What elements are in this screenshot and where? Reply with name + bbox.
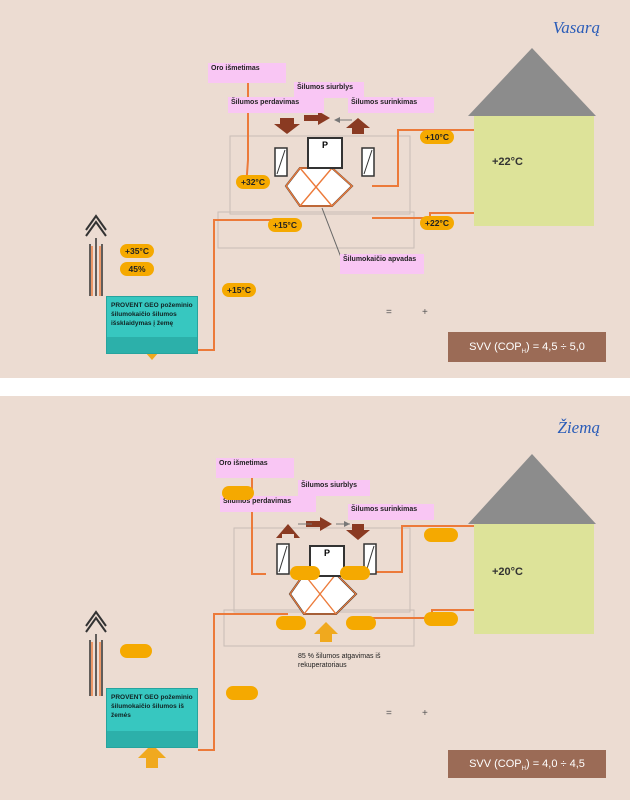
- pump-letter: P: [321, 140, 328, 150]
- outdoor-air-icon: [85, 610, 107, 696]
- legend-plus: +: [422, 708, 428, 719]
- bypass-housing: [223, 609, 415, 647]
- temp-left: +32°C: [236, 175, 270, 189]
- season-title: Žiemą: [557, 418, 601, 437]
- temp-badge-ground: [226, 686, 258, 700]
- collect-arrow: [346, 524, 370, 540]
- house-wall: [474, 116, 594, 226]
- temp-center: +15°C: [268, 218, 302, 232]
- legend-minus: =: [386, 708, 392, 719]
- temp-badge-outdoor: [120, 644, 152, 658]
- label-heat-pump: Šilumos siurblys: [294, 82, 364, 98]
- return-pipe: [372, 212, 478, 219]
- season-title: Vasarą: [552, 18, 600, 37]
- house-temp: +22°C: [492, 156, 524, 168]
- formula-box: SVV (COPH) = 4,5 ÷ 5,0: [448, 332, 606, 362]
- transfer-arrow: [274, 118, 300, 134]
- supply-pipe: [372, 525, 478, 573]
- label-heat-pump: Šilumos siurblys: [298, 480, 370, 496]
- label-heat-collect: Šilumos surinkimas: [348, 97, 434, 113]
- temp-badge-center-right: [346, 616, 376, 630]
- house-roof: [468, 454, 596, 524]
- pump-letter: P: [323, 548, 330, 558]
- ground-tank: PROVENT GEO požeminio šilumokaičio šilum…: [106, 296, 198, 354]
- temp-badge-right: [340, 566, 370, 580]
- legend-minus: =: [386, 307, 392, 318]
- outdoor-air-icon: [85, 214, 107, 296]
- exhaust-pipe: [251, 476, 266, 575]
- winter-panel: Žiemą Oro išmetimas Šilumos siurblys Šil…: [0, 396, 630, 800]
- outdoor-temp: +35°C: [120, 244, 154, 258]
- ground-pipe: [198, 613, 288, 751]
- bypass-housing: [217, 211, 415, 249]
- tank-text: PROVENT GEO požeminio šilumokaičio šilum…: [111, 694, 193, 719]
- temp-badge-supply: [424, 528, 458, 542]
- recovery-arrow: [314, 622, 338, 642]
- legend-plus: +: [422, 307, 428, 318]
- exchanger-callout-line: [321, 207, 343, 261]
- ground-pipe: [198, 219, 282, 351]
- summer-panel: Vasarą Oro išmetimas Šilumos siurblys Ši…: [0, 0, 630, 378]
- tank-up-arrow: [138, 744, 166, 768]
- collect-arrow: [346, 118, 370, 134]
- summer-diagram-graphics: [85, 48, 596, 360]
- formula-box: SVV (COPH) = 4,0 ÷ 4,5: [448, 750, 606, 778]
- temp-badge-return: [424, 612, 458, 626]
- label-exhaust: Oro išmetimas: [208, 63, 286, 83]
- temp-ground: +15°C: [222, 283, 256, 297]
- transfer-arrow: [276, 524, 300, 538]
- label-heat-transfer: Šilumos perdavimas: [220, 496, 316, 512]
- temp-badge-left: [290, 566, 320, 580]
- house-roof: [468, 48, 596, 116]
- pump-arrow: [306, 517, 332, 531]
- temp-supply: +10°C: [420, 130, 454, 144]
- temp-return: +22°C: [420, 216, 454, 230]
- label-heat-collect: Šilumos surinkimas: [348, 504, 434, 520]
- temp-badge-center-left: [276, 616, 306, 630]
- unit-housing: [229, 135, 411, 215]
- house-temp: +20°C: [492, 566, 524, 578]
- outdoor-humidity: 45%: [120, 262, 154, 276]
- house-wall: [474, 524, 594, 634]
- label-exchanger-bypass: Šilumokaičio apvadas: [340, 254, 424, 274]
- pump-box: [307, 137, 343, 169]
- ground-tank: PROVENT GEO požeminio šilumokaičio šilum…: [106, 688, 198, 748]
- tank-text: PROVENT GEO požeminio šilumokaičio šilum…: [111, 302, 193, 327]
- temp-badge-exhaust: [222, 486, 254, 500]
- recovery-text: 85 % šilumos atgavimas iš rekuperatoriau…: [298, 653, 381, 670]
- label-exhaust: Oro išmetimas: [216, 458, 294, 478]
- pump-arrow: [304, 111, 330, 125]
- label-heat-transfer: Šilumos perdavimas: [228, 97, 324, 113]
